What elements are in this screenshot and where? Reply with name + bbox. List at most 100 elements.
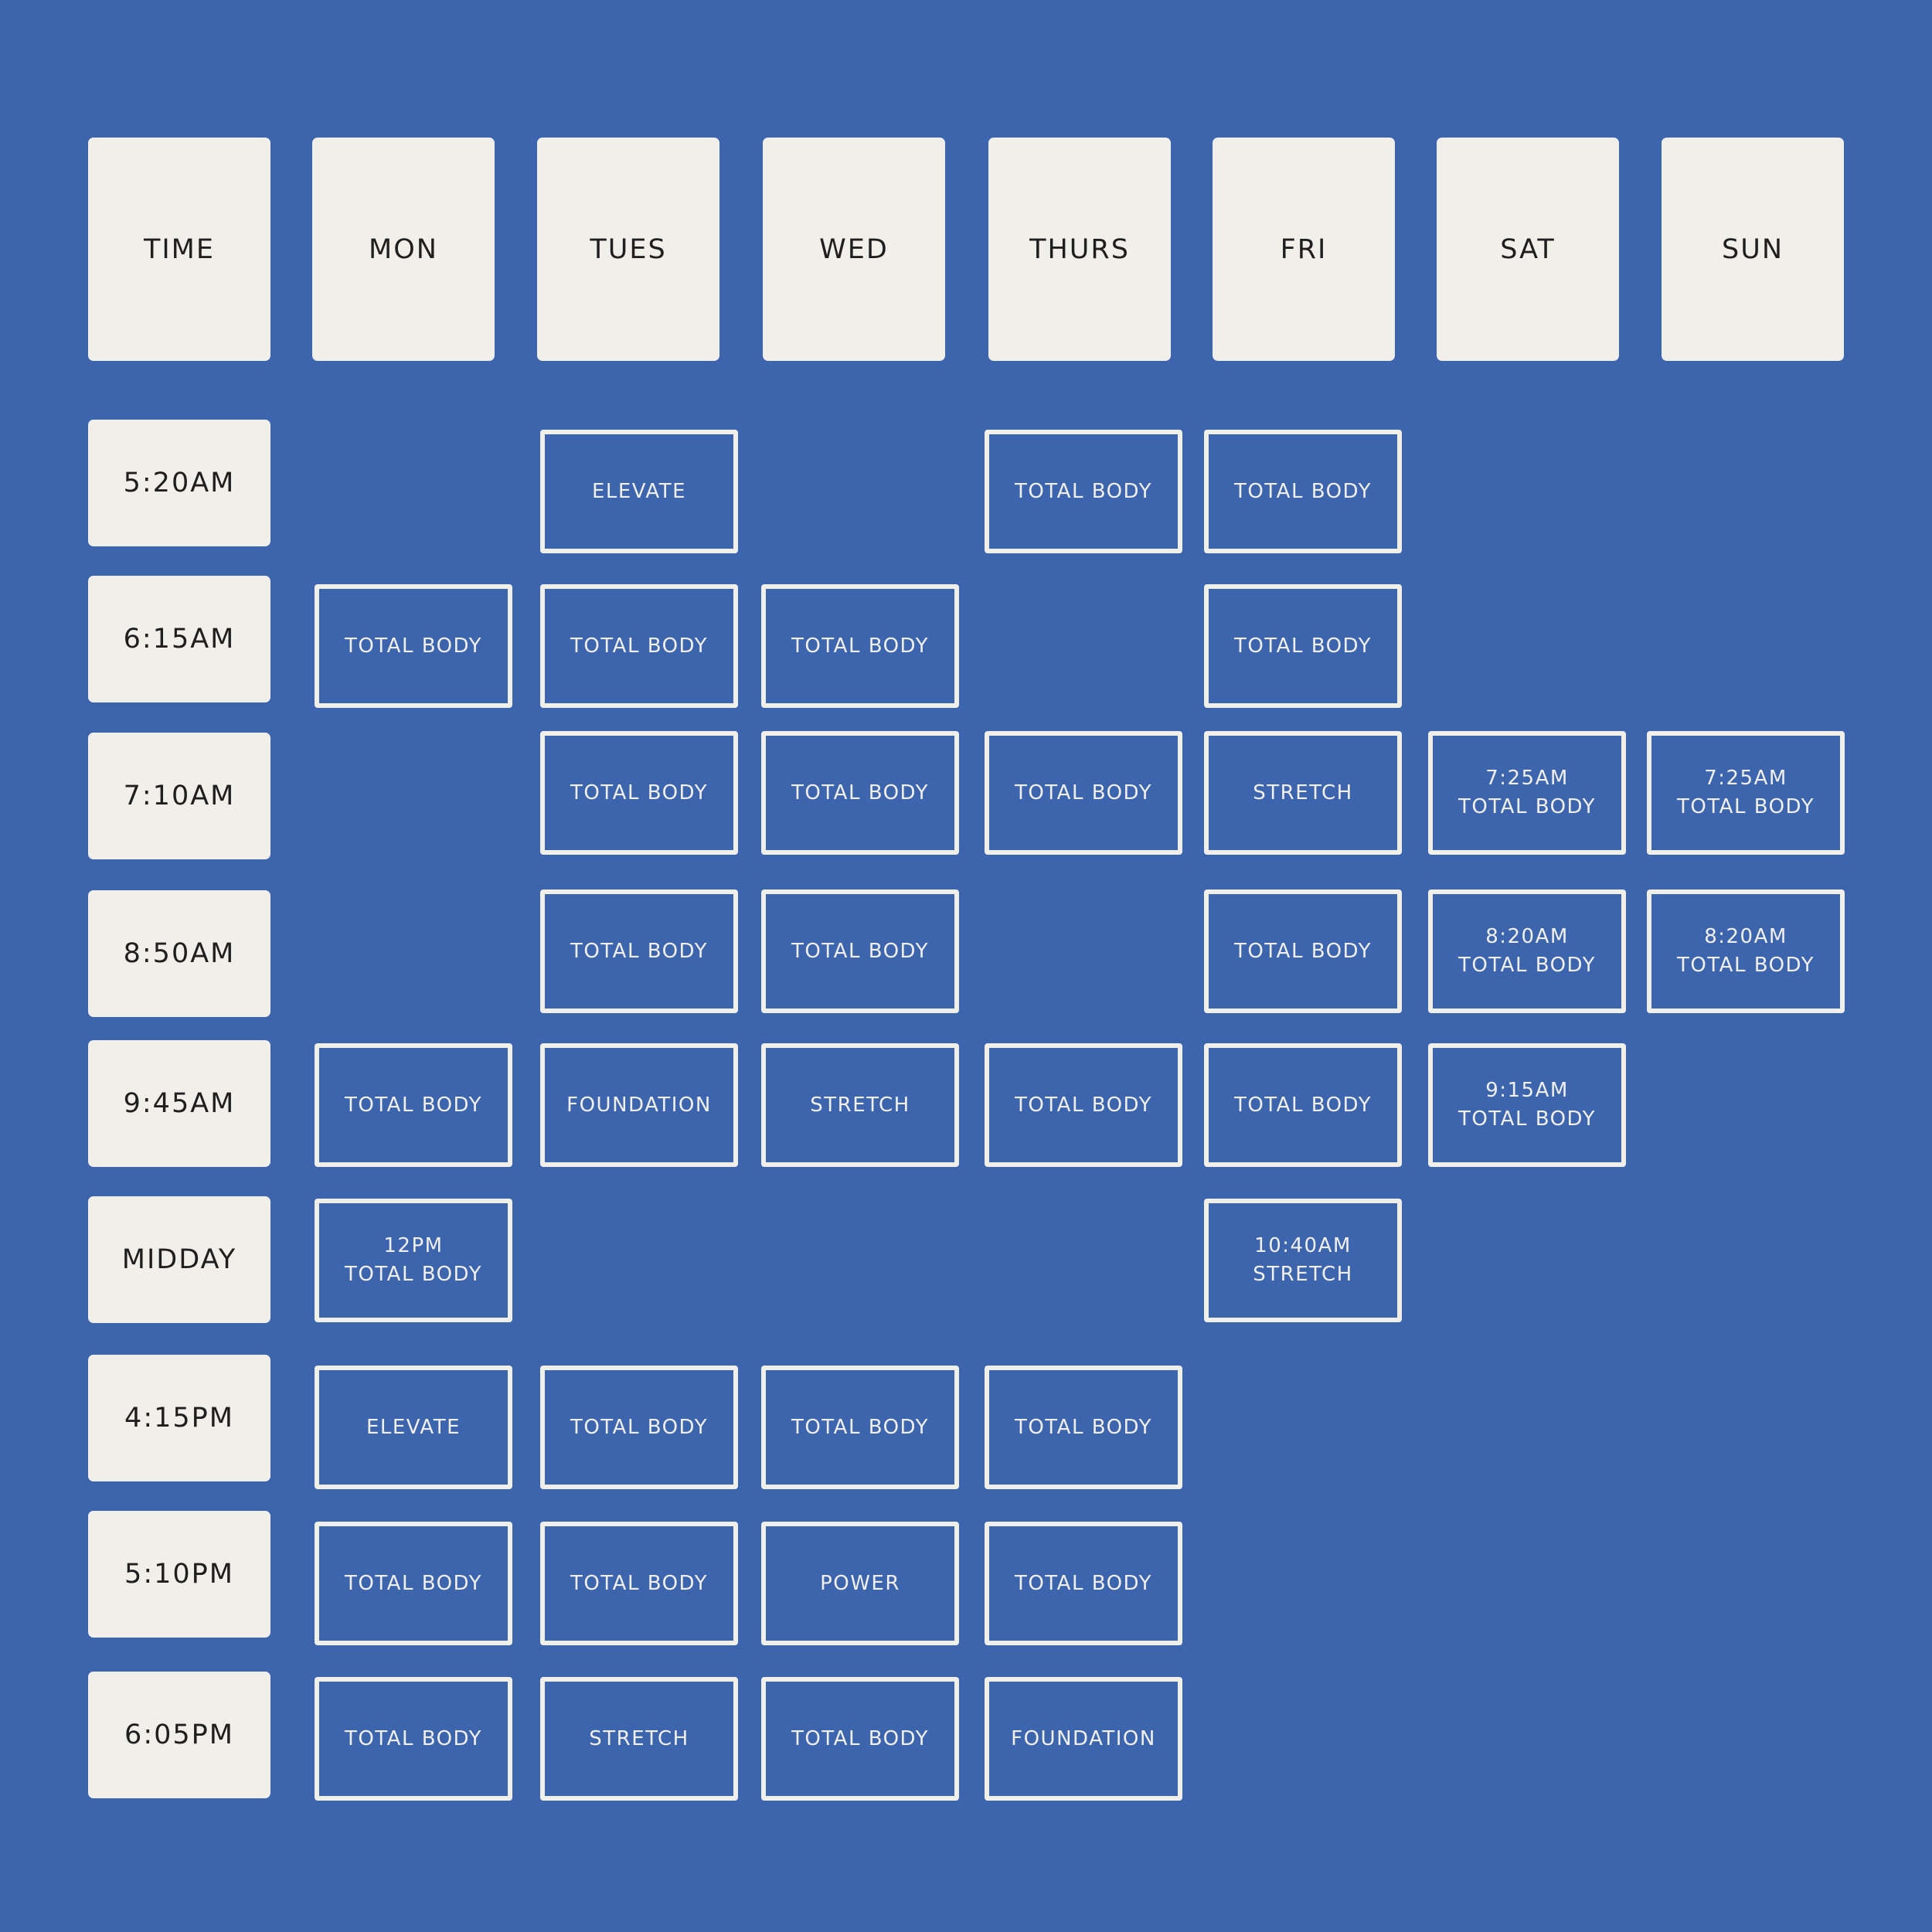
class-name-label: TOTAL BODY	[1676, 795, 1815, 818]
class-name-label: TOTAL BODY	[791, 1726, 930, 1750]
class-thurs-4-15pm[interactable]: TOTAL BODY	[985, 1366, 1182, 1489]
class-name-label: TOTAL BODY	[570, 939, 709, 963]
class-fri-6-15am[interactable]: TOTAL BODY	[1204, 584, 1402, 708]
class-mon-4-15pm[interactable]: ELEVATE	[315, 1366, 512, 1489]
class-wed-5-10pm[interactable]: POWER	[761, 1522, 959, 1645]
class-name-label: STRETCH	[589, 1726, 689, 1750]
class-time-label: 9:15AM	[1485, 1079, 1569, 1102]
class-mon-6-15am[interactable]: TOTAL BODY	[315, 584, 512, 708]
class-tues-4-15pm[interactable]: TOTAL BODY	[540, 1366, 738, 1489]
class-name-label: TOTAL BODY	[570, 1415, 709, 1439]
header-sat: SAT	[1437, 138, 1619, 361]
class-thurs-7-10am[interactable]: TOTAL BODY	[985, 731, 1182, 855]
class-sat-9-45am[interactable]: 9:15AM TOTAL BODY	[1428, 1043, 1626, 1167]
class-mon-6-05pm[interactable]: TOTAL BODY	[315, 1677, 512, 1801]
class-name-label: TOTAL BODY	[570, 634, 709, 658]
class-tues-6-15am[interactable]: TOTAL BODY	[540, 584, 738, 708]
class-time-label: 7:25AM	[1704, 767, 1787, 790]
header-thurs: THURS	[988, 138, 1171, 361]
time-slot-midday: MIDDAY	[88, 1196, 270, 1323]
time-slot-6-15am: 6:15AM	[88, 576, 270, 702]
class-name-label: TOTAL BODY	[791, 1415, 930, 1439]
class-thurs-6-05pm[interactable]: FOUNDATION	[985, 1677, 1182, 1801]
class-wed-9-45am[interactable]: STRETCH	[761, 1043, 959, 1167]
class-name-label: FOUNDATION	[566, 1093, 712, 1117]
class-name-label: POWER	[820, 1571, 900, 1595]
class-tues-6-05pm[interactable]: STRETCH	[540, 1677, 738, 1801]
class-tues-9-45am[interactable]: FOUNDATION	[540, 1043, 738, 1167]
header-time: TIME	[88, 138, 270, 361]
class-time-label: 7:25AM	[1485, 767, 1569, 790]
class-mon-9-45am[interactable]: TOTAL BODY	[315, 1043, 512, 1167]
class-thurs-5-10pm[interactable]: TOTAL BODY	[985, 1522, 1182, 1645]
class-name-label: TOTAL BODY	[1014, 479, 1153, 503]
class-fri-midday[interactable]: 10:40AM STRETCH	[1204, 1199, 1402, 1322]
class-name-label: TOTAL BODY	[344, 1726, 483, 1750]
class-name-label: TOTAL BODY	[1233, 1093, 1372, 1117]
class-time-label: 10:40AM	[1254, 1234, 1352, 1257]
class-name-label: TOTAL BODY	[344, 1093, 483, 1117]
time-slot-8-50am: 8:50AM	[88, 890, 270, 1017]
class-name-label: ELEVATE	[591, 479, 687, 503]
class-name-label: TOTAL BODY	[1233, 634, 1372, 658]
class-name-label: STRETCH	[810, 1093, 910, 1117]
header-tues: TUES	[537, 138, 719, 361]
time-slot-5-10pm: 5:10PM	[88, 1511, 270, 1638]
class-name-label: FOUNDATION	[1011, 1726, 1156, 1750]
class-name-label: TOTAL BODY	[1014, 1415, 1153, 1439]
class-wed-4-15pm[interactable]: TOTAL BODY	[761, 1366, 959, 1489]
class-tues-7-10am[interactable]: TOTAL BODY	[540, 731, 738, 855]
class-sat-7-10am[interactable]: 7:25AM TOTAL BODY	[1428, 731, 1626, 855]
class-name-label: TOTAL BODY	[791, 781, 930, 804]
class-name-label: TOTAL BODY	[344, 634, 483, 658]
class-wed-6-15am[interactable]: TOTAL BODY	[761, 584, 959, 708]
class-tues-5-20am[interactable]: ELEVATE	[540, 430, 738, 553]
class-name-label: STRETCH	[1253, 1263, 1353, 1286]
class-name-label: TOTAL BODY	[1014, 1093, 1153, 1117]
class-wed-7-10am[interactable]: TOTAL BODY	[761, 731, 959, 855]
class-mon-5-10pm[interactable]: TOTAL BODY	[315, 1522, 512, 1645]
class-name-label: ELEVATE	[366, 1415, 461, 1439]
class-name-label: STRETCH	[1253, 781, 1353, 804]
time-slot-7-10am: 7:10AM	[88, 733, 270, 859]
class-name-label: TOTAL BODY	[1233, 479, 1372, 503]
time-slot-9-45am: 9:45AM	[88, 1040, 270, 1167]
class-fri-7-10am[interactable]: STRETCH	[1204, 731, 1402, 855]
header-wed: WED	[763, 138, 945, 361]
class-name-label: TOTAL BODY	[570, 1571, 709, 1595]
header-mon: MON	[312, 138, 495, 361]
class-fri-5-20am[interactable]: TOTAL BODY	[1204, 430, 1402, 553]
class-thurs-5-20am[interactable]: TOTAL BODY	[985, 430, 1182, 553]
class-time-label: 12PM	[383, 1234, 444, 1257]
class-mon-midday[interactable]: 12PM TOTAL BODY	[315, 1199, 512, 1322]
class-time-label: 8:20AM	[1704, 925, 1787, 948]
class-fri-8-50am[interactable]: TOTAL BODY	[1204, 889, 1402, 1013]
class-name-label: TOTAL BODY	[1458, 795, 1597, 818]
class-name-label: TOTAL BODY	[570, 781, 709, 804]
header-fri: FRI	[1213, 138, 1395, 361]
class-wed-8-50am[interactable]: TOTAL BODY	[761, 889, 959, 1013]
class-thurs-9-45am[interactable]: TOTAL BODY	[985, 1043, 1182, 1167]
class-name-label: TOTAL BODY	[1676, 954, 1815, 977]
class-tues-5-10pm[interactable]: TOTAL BODY	[540, 1522, 738, 1645]
class-wed-6-05pm[interactable]: TOTAL BODY	[761, 1677, 959, 1801]
class-name-label: TOTAL BODY	[791, 939, 930, 963]
time-slot-6-05pm: 6:05PM	[88, 1672, 270, 1798]
class-name-label: TOTAL BODY	[344, 1571, 483, 1595]
class-time-label: 8:20AM	[1485, 925, 1569, 948]
header-sun: SUN	[1662, 138, 1844, 361]
time-slot-4-15pm: 4:15PM	[88, 1355, 270, 1481]
class-name-label: TOTAL BODY	[1014, 1571, 1153, 1595]
class-sun-7-10am[interactable]: 7:25AM TOTAL BODY	[1647, 731, 1845, 855]
class-tues-8-50am[interactable]: TOTAL BODY	[540, 889, 738, 1013]
class-sun-8-50am[interactable]: 8:20AM TOTAL BODY	[1647, 889, 1845, 1013]
class-name-label: TOTAL BODY	[344, 1263, 483, 1286]
time-slot-5-20am: 5:20AM	[88, 420, 270, 546]
class-name-label: TOTAL BODY	[1458, 1107, 1597, 1131]
class-fri-9-45am[interactable]: TOTAL BODY	[1204, 1043, 1402, 1167]
class-name-label: TOTAL BODY	[1233, 939, 1372, 963]
class-name-label: TOTAL BODY	[1014, 781, 1153, 804]
class-name-label: TOTAL BODY	[791, 634, 930, 658]
